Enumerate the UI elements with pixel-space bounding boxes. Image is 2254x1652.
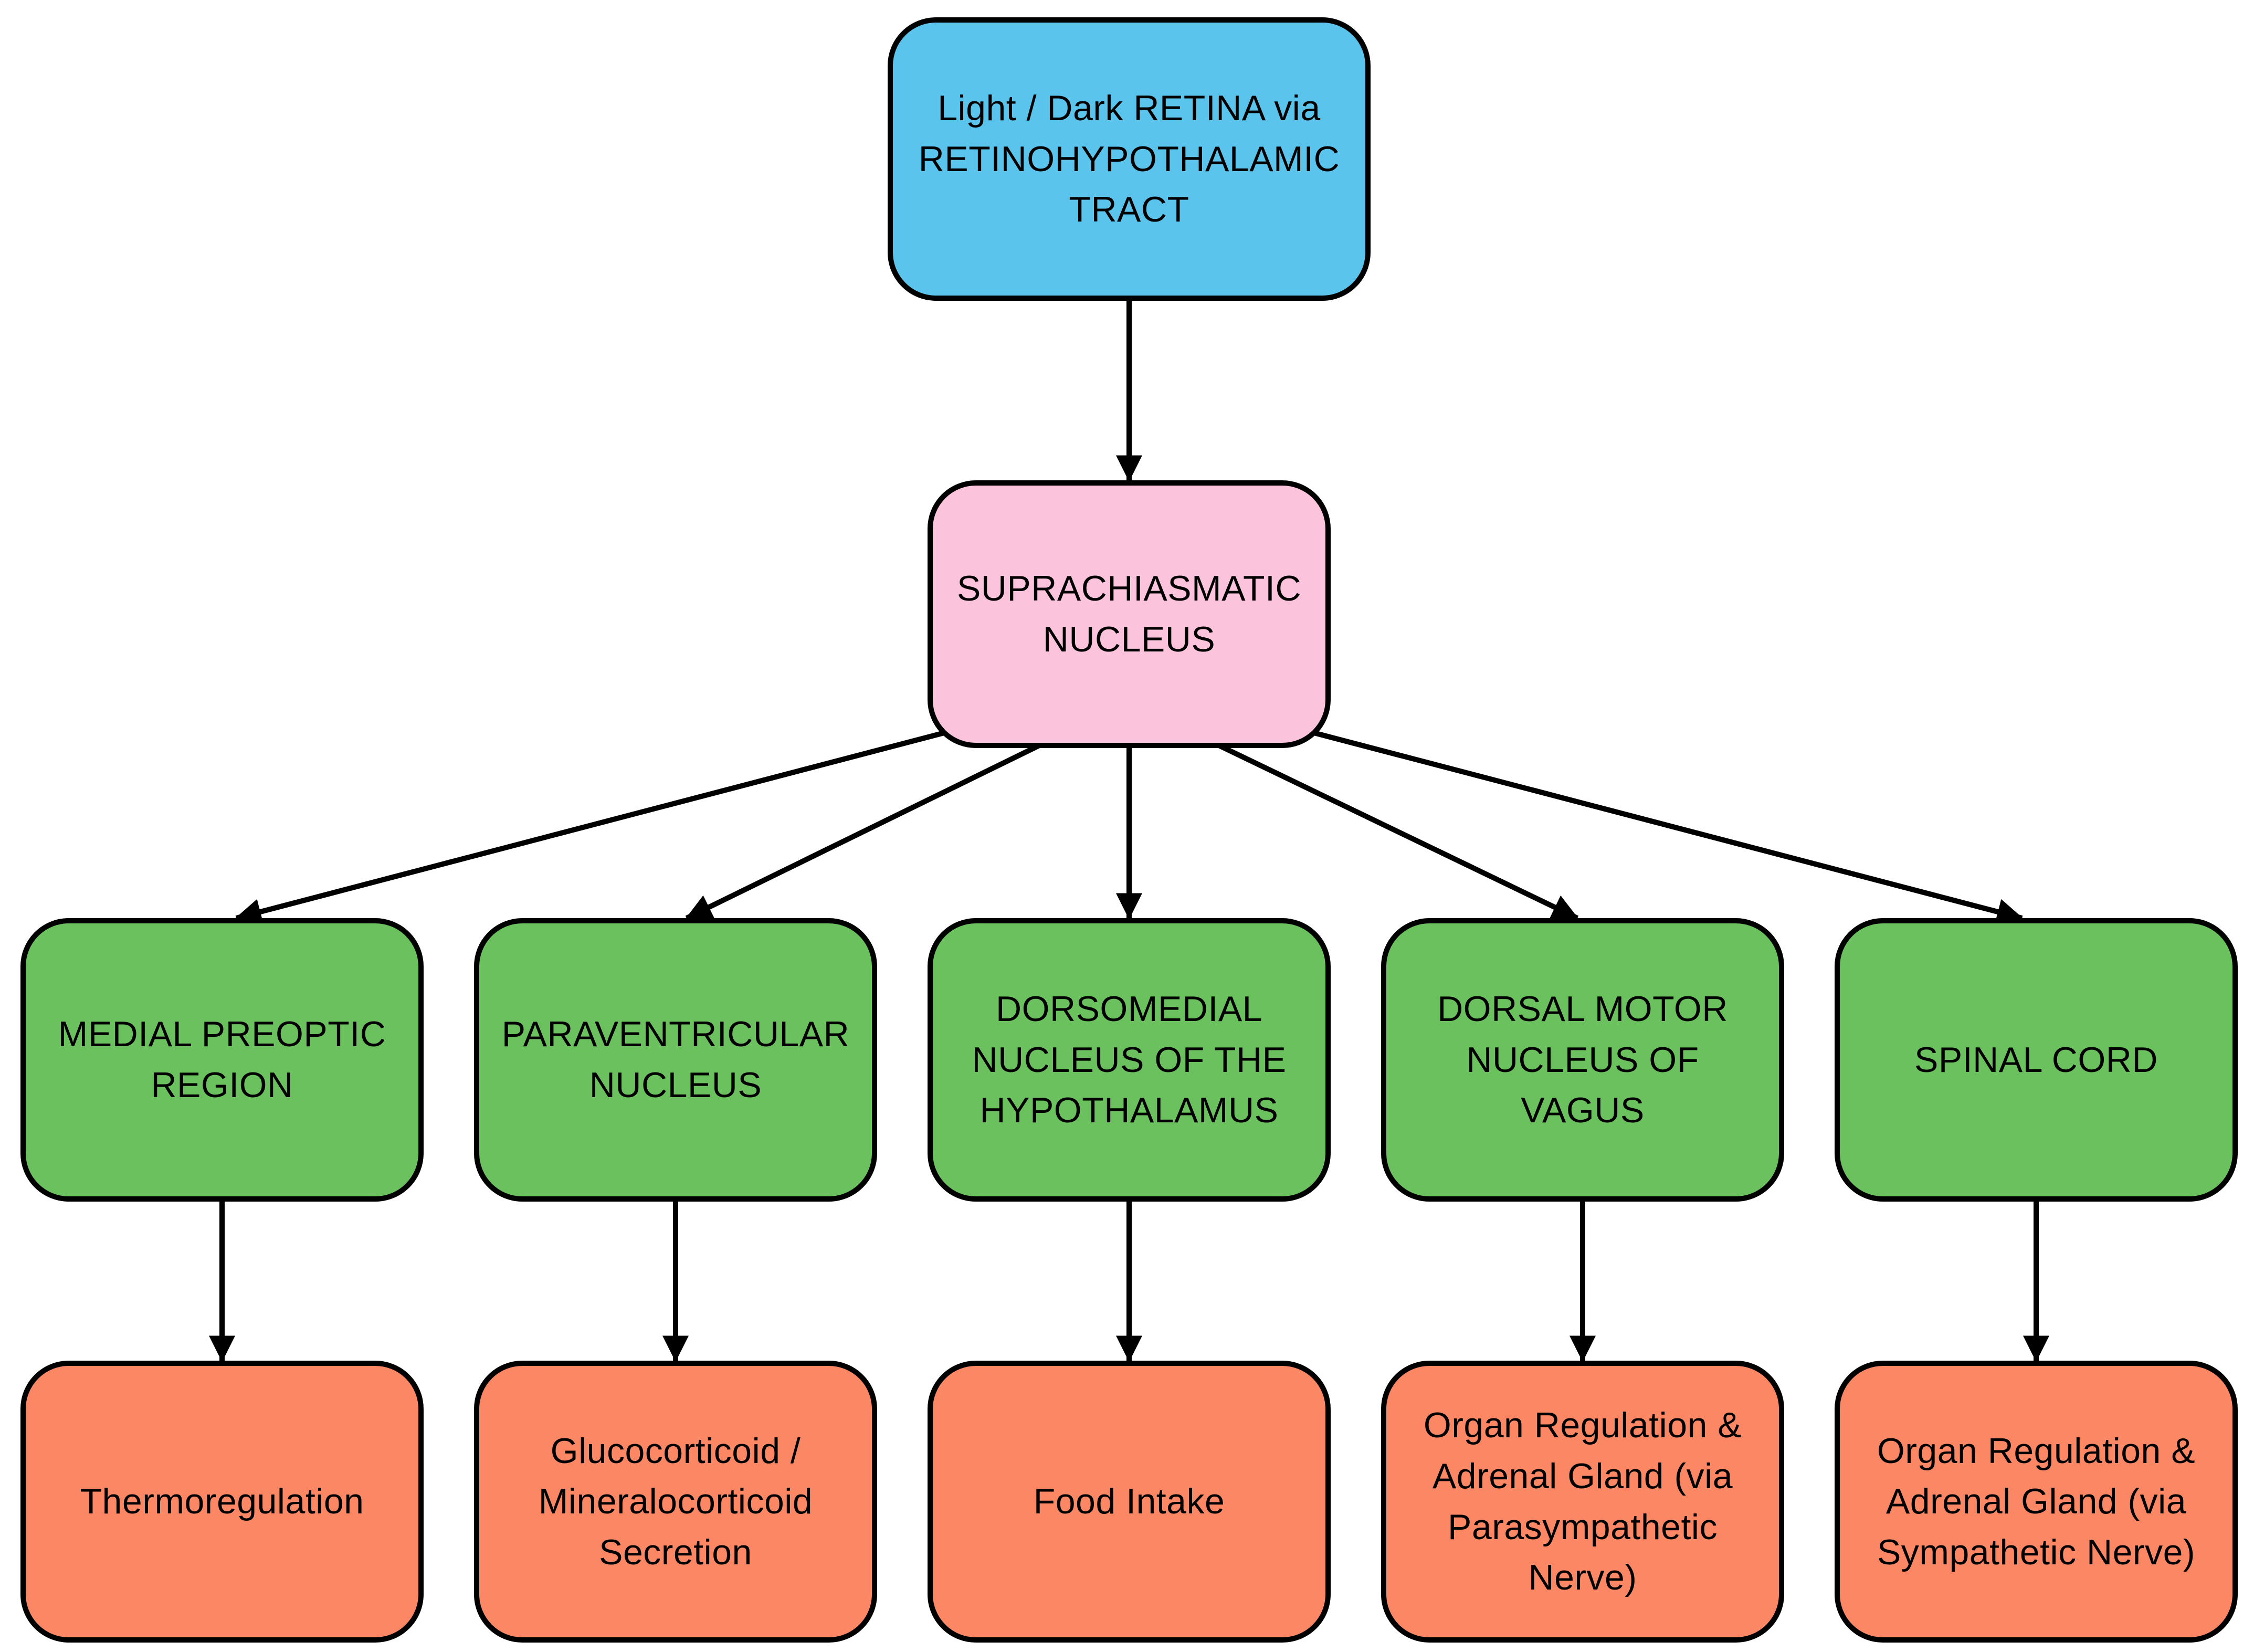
- node-spinal-cord: SPINAL CORD: [1835, 918, 2238, 1202]
- node-food-intake: Food Intake: [928, 1361, 1331, 1643]
- node-thermoregulation-label: Thermoregulation: [80, 1481, 364, 1522]
- node-thermoregulation: Thermoregulation: [20, 1361, 424, 1643]
- node-organ-regulation-sympathetic: Organ Regulation & Adrenal Gland (via Sy…: [1835, 1361, 2238, 1643]
- node-organ-regulation-parasympathetic-label: Organ Regulation & Adrenal Gland (via Pa…: [1423, 1405, 1742, 1598]
- node-paraventricular-nucleus: PARAVENTRICULAR NUCLEUS: [474, 918, 877, 1202]
- node-dorsal-motor-nucleus-label: DORSAL MOTOR NUCLEUS OF VAGUS: [1437, 989, 1728, 1131]
- node-spinal-cord-label: SPINAL CORD: [1914, 1039, 2158, 1080]
- node-suprachiasmatic-nucleus: SUPRACHIASMATIC NUCLEUS: [928, 480, 1331, 748]
- node-organ-regulation-parasympathetic: Organ Regulation & Adrenal Gland (via Pa…: [1381, 1361, 1784, 1643]
- node-glucocorticoid-secretion-label: Glucocorticoid / Mineralocorticoid Secre…: [538, 1430, 813, 1572]
- node-dorsomedial-nucleus-label: DORSOMEDIAL NUCLEUS OF THE HYPOTHALAMUS: [972, 989, 1287, 1131]
- node-retina-input-label: Light / Dark RETINA via RETINOHYPOTHALAM…: [918, 88, 1340, 230]
- node-paraventricular-nucleus-label: PARAVENTRICULAR NUCLEUS: [501, 1014, 850, 1105]
- node-medial-preoptic-region-label: MEDIAL PREOPTIC REGION: [58, 1014, 386, 1105]
- node-dorsomedial-nucleus: DORSOMEDIAL NUCLEUS OF THE HYPOTHALAMUS: [928, 918, 1331, 1202]
- node-retina-input: Light / Dark RETINA via RETINOHYPOTHALAM…: [888, 17, 1371, 301]
- edge-scn-to-paraventricular-nucleus: [685, 743, 1041, 921]
- edge-scn-to-medial-preoptic-region: [235, 722, 977, 925]
- node-suprachiasmatic-nucleus-label: SUPRACHIASMATIC NUCLEUS: [956, 569, 1302, 659]
- node-organ-regulation-sympathetic-label: Organ Regulation & Adrenal Gland (via Sy…: [1877, 1430, 2196, 1572]
- edge-scn-to-dorsal-motor-nucleus: [1217, 743, 1579, 921]
- edge-scn-to-spinal-cord: [1281, 722, 2024, 925]
- node-dorsal-motor-nucleus: DORSAL MOTOR NUCLEUS OF VAGUS: [1381, 918, 1784, 1202]
- node-medial-preoptic-region: MEDIAL PREOPTIC REGION: [20, 918, 424, 1202]
- node-glucocorticoid-secretion: Glucocorticoid / Mineralocorticoid Secre…: [474, 1361, 877, 1643]
- node-food-intake-label: Food Intake: [1033, 1481, 1225, 1522]
